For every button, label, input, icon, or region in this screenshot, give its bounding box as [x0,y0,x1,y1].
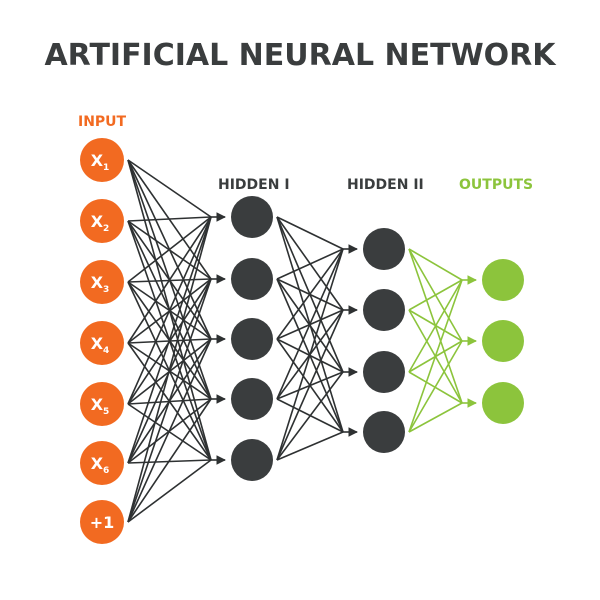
input-node-label: X5 [91,395,110,417]
connection-input-hidden1 [127,216,212,344]
hidden2-node [363,351,405,393]
hidden2-node [363,228,405,270]
connection-hidden1-hidden2 [276,248,344,400]
connection-input-hidden1 [127,398,212,523]
connection-hidden1-hidden2 [276,248,344,340]
connection-hidden2-output [408,248,463,281]
input-layer-label: INPUT [78,114,127,130]
connection-hidden1-hidden2 [276,248,344,461]
connection-input-hidden1 [127,216,212,464]
connection-hidden1-hidden2 [276,431,344,461]
connection-input-hidden1 [127,216,212,523]
hidden1-node [231,196,273,238]
output-node [482,382,524,424]
input-node-label: X2 [91,212,110,234]
connection-hidden1-hidden2 [276,371,344,461]
input-node-label: X6 [91,454,110,476]
connection-hidden1-hidden2 [276,216,344,250]
input-node-label: X1 [91,151,110,173]
output-node [482,259,524,301]
hidden2-node [363,289,405,331]
output-layer-label: OUTPUTS [459,177,534,193]
connection-input-hidden1 [127,216,212,222]
input-node [80,441,124,485]
connection-input-hidden1 [127,278,212,523]
connection-input-hidden1 [127,459,212,523]
connection-hidden2-output [408,279,463,433]
connection-hidden2-output [408,279,463,373]
connection-hidden1-hidden2 [276,248,344,280]
connection-group [127,159,477,523]
hidden1-node [231,378,273,420]
connection-input-hidden1 [127,338,212,523]
input-node [80,199,124,243]
hidden1-node [231,318,273,360]
connection-hidden2-output [408,279,463,311]
connection-hidden2-output [408,340,463,433]
connection-hidden2-output [408,402,463,433]
output-node [482,320,524,362]
input-node [80,138,124,182]
hidden1-node [231,439,273,481]
hidden1-node [231,258,273,300]
connection-input-hidden1 [127,216,212,283]
connection-input-hidden1 [127,159,212,218]
input-node [80,500,124,544]
hidden-layer-2-label: HIDDEN II [347,177,424,193]
input-node [80,260,124,304]
input-node [80,321,124,365]
connection-hidden1-hidden2 [276,309,344,461]
input-node-label: +1 [90,513,115,532]
input-node [80,382,124,426]
input-node-label: X4 [91,334,110,356]
connection-input-hidden1 [127,216,212,405]
hidden2-node [363,411,405,453]
hidden-layer-1-label: HIDDEN I [218,177,290,193]
diagram-title: ARTIFICIAL NEURAL NETWORK [44,38,556,73]
input-node-label: X3 [91,273,110,295]
